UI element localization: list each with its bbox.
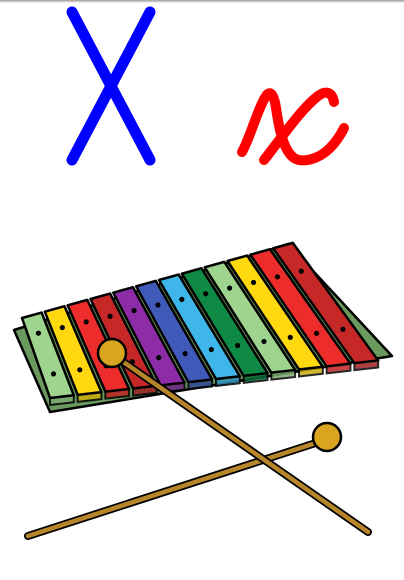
xylophone-bar <box>134 279 214 391</box>
bar-pin <box>274 274 281 280</box>
mallet-right <box>24 421 343 540</box>
xylophone-bar <box>180 266 269 384</box>
bar-pin <box>235 342 241 349</box>
bar-pin <box>179 296 185 302</box>
bar-pin <box>50 371 57 377</box>
bar-pin <box>227 285 233 291</box>
xylophone-bar <box>226 254 325 378</box>
uppercase-letter: X <box>66 6 156 166</box>
xylophone-bar <box>249 247 352 375</box>
letter-pair: X x <box>66 6 349 166</box>
bar-pin <box>35 330 42 336</box>
bar-pin <box>298 268 304 274</box>
bar-pin <box>107 313 113 319</box>
xylophone-bar <box>203 260 297 381</box>
lowercase-letter: x <box>237 87 349 166</box>
bar-pin <box>261 338 267 345</box>
xylophone-bar <box>20 311 76 407</box>
bar-pin <box>83 319 89 325</box>
top-edge-shadow <box>0 0 404 3</box>
bar-pin <box>203 291 209 297</box>
bar-pin <box>340 326 346 332</box>
bar-pin <box>182 350 188 357</box>
bar-pin <box>59 324 65 331</box>
bar-pin <box>131 308 137 314</box>
bar-pin <box>287 334 293 340</box>
xylophone-bars <box>20 241 380 407</box>
bar-pin <box>250 279 257 286</box>
xylophone-bar <box>66 298 131 400</box>
xylophone-bar <box>157 273 242 388</box>
bar-pin <box>155 302 161 308</box>
xylophone-bar <box>43 304 103 403</box>
bar-pin <box>208 346 214 353</box>
bar-pin <box>314 330 320 336</box>
xylophone-bar <box>271 241 380 372</box>
bar-pin <box>77 367 83 373</box>
bar-pin <box>156 355 162 361</box>
mallet-left <box>96 337 372 536</box>
